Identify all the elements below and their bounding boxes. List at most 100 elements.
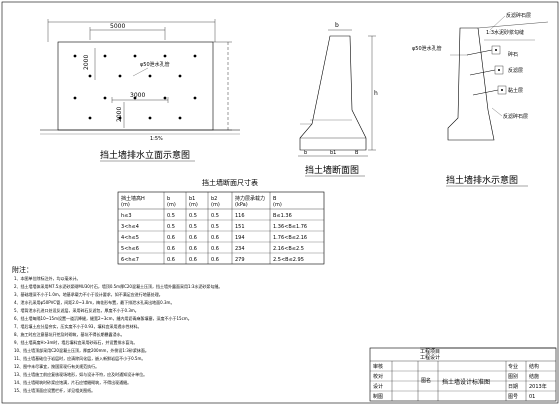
note-line: 3、基础埋深不小于1.0m，地基承载力不小于设计要求，如不满足应进行地基处理。 (14, 291, 163, 297)
tb-right-label: 日期 (508, 384, 518, 390)
table-cell: 0.5 (211, 213, 219, 219)
table-cell: 1.76<B≤2.16 (273, 235, 307, 241)
elev-slope-label: 1:5% (150, 136, 163, 142)
table-cell: 0.5 (189, 224, 197, 230)
note-line: 11、挡土墙基础位于岩层时，应清除风化层，嵌入新鲜岩层不小于0.5m。 (14, 355, 145, 361)
drainage-view: 反滤碎石层 1:3水泥砂浆勾缝 φ50泄水孔管 碎石 反滤层 黏土层 反滤碎石层… (412, 12, 549, 187)
table-cell: 151 (235, 224, 245, 230)
tb-right-value: 01 (529, 394, 535, 400)
tb-field-label: 设计 (373, 383, 383, 390)
note-line: 10、挡土墙顶部采用C20混凝土压顶，厚度200mm，外侧设1:3砂浆抹面。 (14, 347, 149, 353)
weep-holes (73, 54, 197, 120)
table-header-cell: b (167, 196, 170, 202)
table-header-cell: 持力层承载力 (235, 195, 265, 202)
table-cell: 0.6 (189, 246, 197, 252)
note-line: 12、图中未尽事宜，按国家现行有关规范执行。 (14, 363, 99, 369)
note-line: 14、挡土墙砌筑时砂浆应饱满，片石应错缝砌筑，不得出现通缝。 (14, 379, 131, 385)
drainage-title: 挡土墙排水示意图 (446, 174, 518, 186)
note-line: 1、本图单位除标注外，均以毫米计。 (14, 275, 81, 281)
notes-block: 附注： 1、本图单位除标注外，均以毫米计。 2、挡土墙墙体采用M7.5水泥砂浆砌M… (12, 265, 222, 393)
table-header-cell: 挡土墙高H (121, 195, 145, 202)
tb-right-label: 专业 (508, 363, 518, 370)
section-title: 挡土墙断面图 (305, 164, 359, 176)
drain-label-3: 碎石 (508, 51, 518, 58)
table-cell: 116 (235, 213, 245, 219)
table-cell: 2.5<B≤2.95 (273, 257, 304, 263)
tb-field-label: 制图 (373, 393, 383, 400)
drain-label-6: 反滤碎石层 (503, 113, 528, 120)
note-line: 13、挡土墙施工前应复核现场地形，如与设计不符，应及时通知设计单位。 (14, 371, 147, 377)
table-cell: 3<h≤4 (121, 224, 139, 230)
notes-heading: 附注： (12, 265, 33, 274)
section-view: b h b b1 B 挡土墙断面图 (298, 22, 378, 177)
note-line: 9、挡土墙高度H>3m时，墙后填料宜采用砂砾石，并设置排水盲沟。 (14, 339, 137, 345)
section-wall (299, 35, 367, 151)
section-label-h: h (374, 90, 378, 97)
table-unit-cell: (m) (273, 202, 282, 208)
note-line: 8、施工时应注意基坑开挖及时砌筑，基坑不得长期暴露浸水。 (14, 331, 125, 337)
table-unit-cell: (kPa) (235, 202, 248, 208)
table-cell: 1.36<B≤1.76 (273, 224, 307, 230)
elev-dim-3000: 3000 (130, 92, 145, 99)
table-cell: 0.6 (211, 257, 219, 263)
tb-field-label: 校对 (373, 373, 383, 380)
note-line: 2、挡土墙墙体采用M7.5水泥砂浆砌MU30片石，墙顶0.5m厚C20混凝土压顶… (14, 283, 222, 289)
table-header-cell: b1 (189, 196, 195, 202)
note-line: 15、挡土墙顶面应设置栏杆，详见相关图纸。 (14, 387, 95, 393)
table-cell: 0.5 (167, 213, 175, 219)
tb-field-label: 审核 (373, 363, 383, 370)
note-line: 6、挡土墙每隔10~15m设置一道沉降缝，缝宽2~3cm，缝内用沥青麻絮填塞，深… (14, 315, 192, 321)
table-title: 挡土墙断面尺寸表 (202, 178, 258, 187)
table-cell: 234 (235, 246, 245, 252)
section-label-B: B (355, 150, 359, 156)
tb-right-label: 图别 (508, 373, 518, 380)
table-unit-cell: (m) (121, 202, 130, 208)
elev-dim-2000-b: 2000 (116, 107, 123, 122)
table-cell: 0.6 (189, 257, 197, 263)
elevation-view: 5000 (40, 19, 240, 162)
table-cell: 0.6 (167, 257, 175, 263)
table-cell: 2.16<B≤2.5 (273, 246, 304, 252)
table-cell: 4<h≤5 (121, 235, 139, 241)
elevation-title: 挡土墙排水立面示意图 (100, 149, 190, 161)
section-label-b-top: b (335, 22, 339, 29)
note-line: 7、墙后填土应分层夯实，压实度不小于0.93，填料宜采用透水性材料。 (14, 323, 141, 329)
table-unit-cell: (m) (211, 202, 220, 208)
drainage-wall (447, 27, 495, 141)
tb-subtitle: 工程设计 (420, 354, 440, 361)
table-cell: h≤3 (121, 213, 132, 219)
table-cell: 5<h≤6 (121, 246, 139, 252)
tb-right-value: 2013年 (529, 383, 547, 390)
drain-label-2: φ50泄水孔管 (412, 45, 442, 52)
table-cell: 279 (235, 257, 245, 263)
table-cell: 0.5 (189, 213, 197, 219)
tb-project: 工程项目 (420, 348, 440, 355)
table-cell: 0.6 (167, 246, 175, 252)
table-cell: 0.5 (167, 224, 175, 230)
tb-label: 图名 (421, 377, 431, 384)
table-unit-cell: (m) (189, 202, 198, 208)
section-label-b-bottom: b (304, 150, 307, 156)
elev-dim-5000: 5000 (110, 23, 125, 30)
drain-label-1: 1:3水泥砂浆勾缝 (486, 29, 524, 36)
elev-pipe-label: φ50泄水孔管 (140, 61, 170, 68)
tb-right-label: 图号 (508, 394, 518, 400)
dimension-table: 挡土墙断面尺寸表 挡土墙高H(m)b(m)b1(m)b2(m)持力层承载力(kP… (117, 178, 325, 265)
elev-dim-2000-a: 2000 (83, 55, 90, 70)
drain-label-5: 黏土层 (508, 87, 523, 94)
table-cell: 0.6 (189, 235, 197, 241)
table-header-cell: B (273, 196, 277, 202)
note-line: 5、墙背泄水孔进口处设反滤层，采用碎石反滤包，厚度不小于0.3m。 (14, 307, 139, 313)
table-cell: 6<h≤7 (121, 257, 139, 263)
title-block: 工程项目 工程设计 图名 挡土墙设计标准图 审核校对设计制图专业结构图别结施日期… (369, 347, 557, 402)
table-header-cell: b2 (211, 196, 217, 202)
table-cell: 0.6 (211, 246, 219, 252)
note-line: 4、泄水孔采用φ50PVC管，间距2.0~3.0m，梅花形布置，最下排泄水孔高出… (14, 299, 174, 305)
table-unit-cell: (m) (167, 202, 176, 208)
section-label-b1: b1 (330, 150, 336, 156)
tb-right-value: 结施 (529, 373, 539, 380)
table-cell: 194 (235, 235, 245, 241)
